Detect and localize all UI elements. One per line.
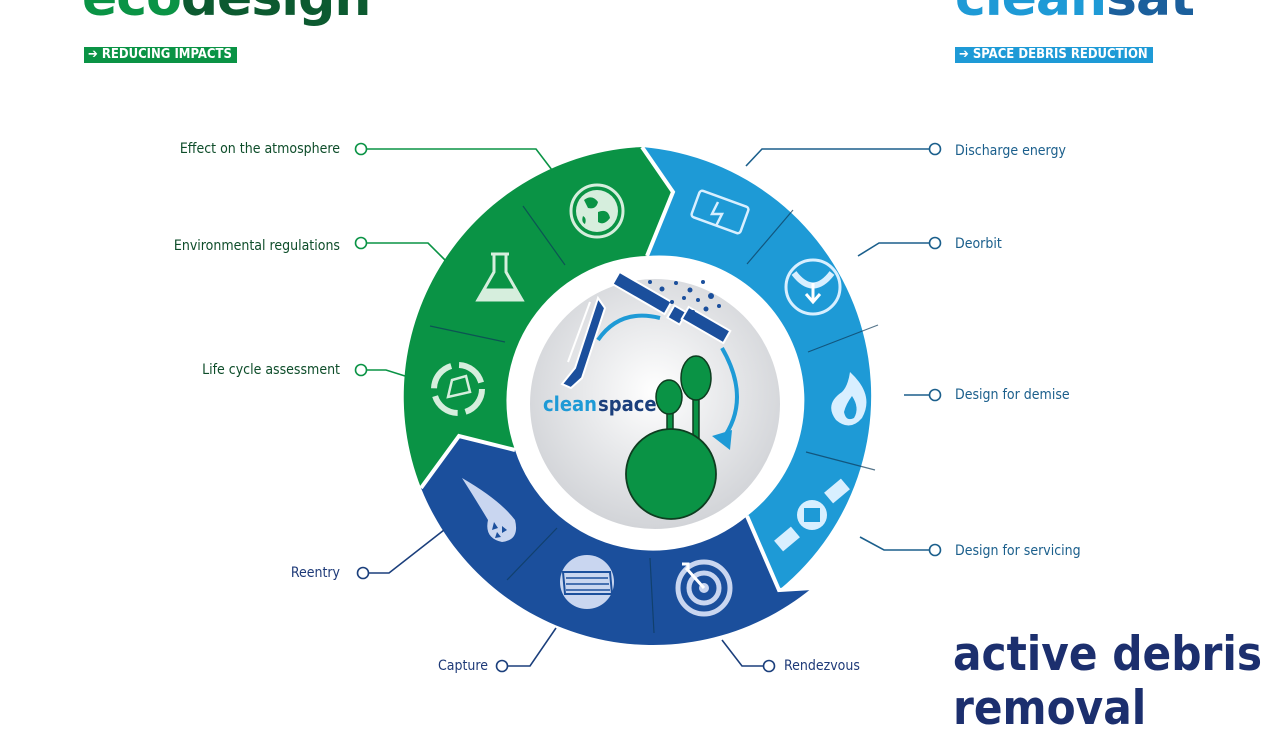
clean-space-logo-word1: clean — [543, 392, 597, 416]
clean-space-logo-word2: space — [598, 392, 657, 416]
ecodesign-logo-part2: design — [181, 0, 372, 28]
rendezvous-connector-dot — [762, 659, 776, 673]
battery-icon — [690, 189, 750, 235]
label-design-for-demise: Design for demise — [955, 387, 1070, 403]
label-deorbit: Deorbit — [955, 236, 1002, 252]
regulations-connector-dot — [354, 236, 368, 250]
active-debris-removal-segment — [421, 436, 812, 646]
capture-connector-dot — [495, 659, 509, 673]
servicing-connector-dot — [928, 543, 942, 557]
title-line-2: removal — [953, 681, 1147, 736]
flask-icon — [475, 252, 525, 302]
orbit-arrow-top — [596, 313, 661, 342]
reducing-impacts-tag: ➔ REDUCING IMPACTS — [84, 47, 237, 63]
label-life-cycle-assessment: Life cycle assessment — [202, 362, 340, 378]
discharge-connector-dot — [928, 142, 942, 156]
cleansat-logo-part1: clean — [955, 0, 1107, 28]
deorbit-arrow-icon — [784, 258, 842, 316]
cleansat-logo-part2: sat — [1106, 0, 1195, 28]
label-reentry: Reentry — [290, 565, 340, 581]
capture-net-icon — [560, 555, 614, 609]
globe-icon — [569, 183, 625, 239]
label-rendezvous: Rendezvous — [784, 658, 860, 674]
demise-connector-dot — [928, 388, 942, 402]
label-capture: Capture — [437, 658, 488, 674]
cleansat-segment — [642, 147, 872, 590]
satellite-icon — [611, 270, 732, 345]
debris-particles — [648, 280, 721, 314]
target-rendezvous-icon — [675, 559, 733, 617]
earth-with-trees-icon — [625, 355, 717, 520]
reentry-connector-dot — [356, 566, 370, 580]
servicing-satellite-icon — [774, 478, 850, 552]
space-debris-reduction-tag: ➔ SPACE DEBRIS REDUCTION — [955, 47, 1153, 63]
title-line-1: active debris — [953, 627, 1262, 682]
label-design-for-servicing: Design for servicing — [955, 543, 1081, 559]
label-effect-on-atmosphere: Effect on the atmosphere — [179, 141, 340, 157]
cleansat-logo: cleansat — [955, 0, 1195, 24]
label-discharge-energy: Discharge energy — [955, 143, 1066, 159]
ecodesign-logo: ecodesign — [82, 0, 371, 24]
lca-connector-dot — [354, 363, 368, 377]
label-environmental-regulations: Environmental regulations — [173, 238, 340, 254]
clean-space-wheel-diagram: clean space — [354, 142, 942, 673]
recycle-cycle-icon — [431, 362, 485, 416]
ecodesign-logo-part1: eco — [82, 0, 182, 28]
deorbit-connector-dot — [928, 236, 942, 250]
atmosphere-connector-dot — [354, 142, 368, 156]
flame-icon — [831, 372, 867, 426]
reentry-meteor-icon — [462, 478, 517, 542]
ecodesign-segment — [403, 147, 673, 488]
rocket-icon — [560, 295, 607, 390]
